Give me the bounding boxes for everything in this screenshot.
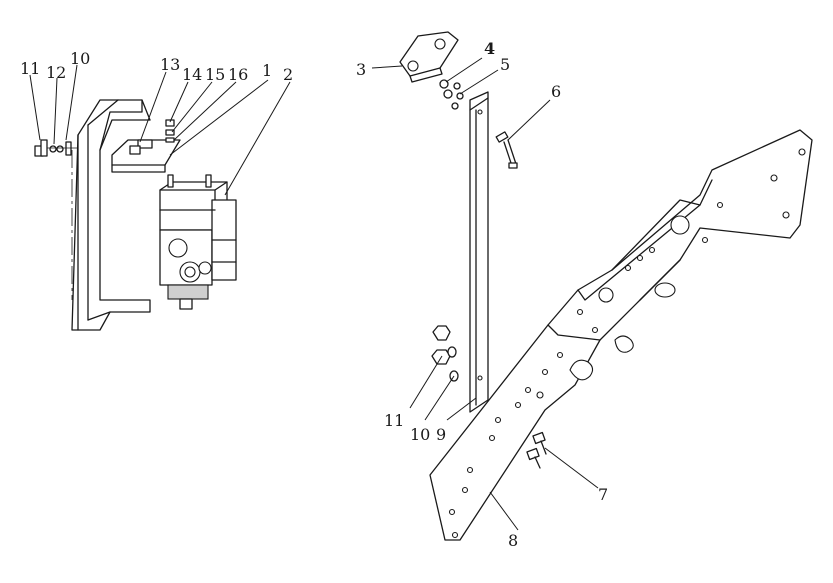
- callout-label: 6: [551, 82, 561, 101]
- callout-label: 3: [356, 60, 366, 79]
- right-assembly: 3 4 5 6 11 10 9 7 8: [356, 31, 813, 550]
- callout-label: 8: [508, 531, 518, 550]
- valve-body: [159, 174, 237, 310]
- callout-label: 11: [20, 59, 40, 78]
- vertical-strap: [469, 91, 489, 413]
- callout-label: 14: [182, 65, 202, 84]
- callout-label: 9: [436, 425, 446, 444]
- callout-label: 12: [46, 63, 66, 82]
- bolts-7: [526, 431, 547, 469]
- callout-label: 2: [283, 65, 293, 84]
- valve-mount-plate: [111, 119, 181, 173]
- callout-label: 7: [598, 485, 608, 504]
- bolt-6: [495, 131, 518, 169]
- mounting-bracket: [429, 129, 813, 541]
- channel-bracket: [71, 99, 151, 331]
- callout-label: 4: [484, 39, 495, 58]
- nut-washer-lower: [431, 325, 459, 382]
- callout-label: 1: [262, 61, 272, 80]
- nut-washer-stack: [439, 79, 464, 110]
- left-leaders: [29, 64, 291, 196]
- callout-label: 10: [410, 425, 430, 444]
- callout-label: 15: [205, 65, 225, 84]
- left-fastener-stack: [34, 139, 78, 157]
- clamp-plate: [399, 31, 459, 83]
- callout-label: 10: [70, 49, 90, 68]
- callout-label: 11: [384, 411, 404, 430]
- right-leaders: [371, 57, 599, 531]
- callout-label: 16: [228, 65, 248, 84]
- callout-label: 13: [160, 55, 180, 74]
- left-assembly: 11 12 10 13 14 15 16 1 2: [20, 49, 293, 331]
- callout-label: 5: [500, 55, 510, 74]
